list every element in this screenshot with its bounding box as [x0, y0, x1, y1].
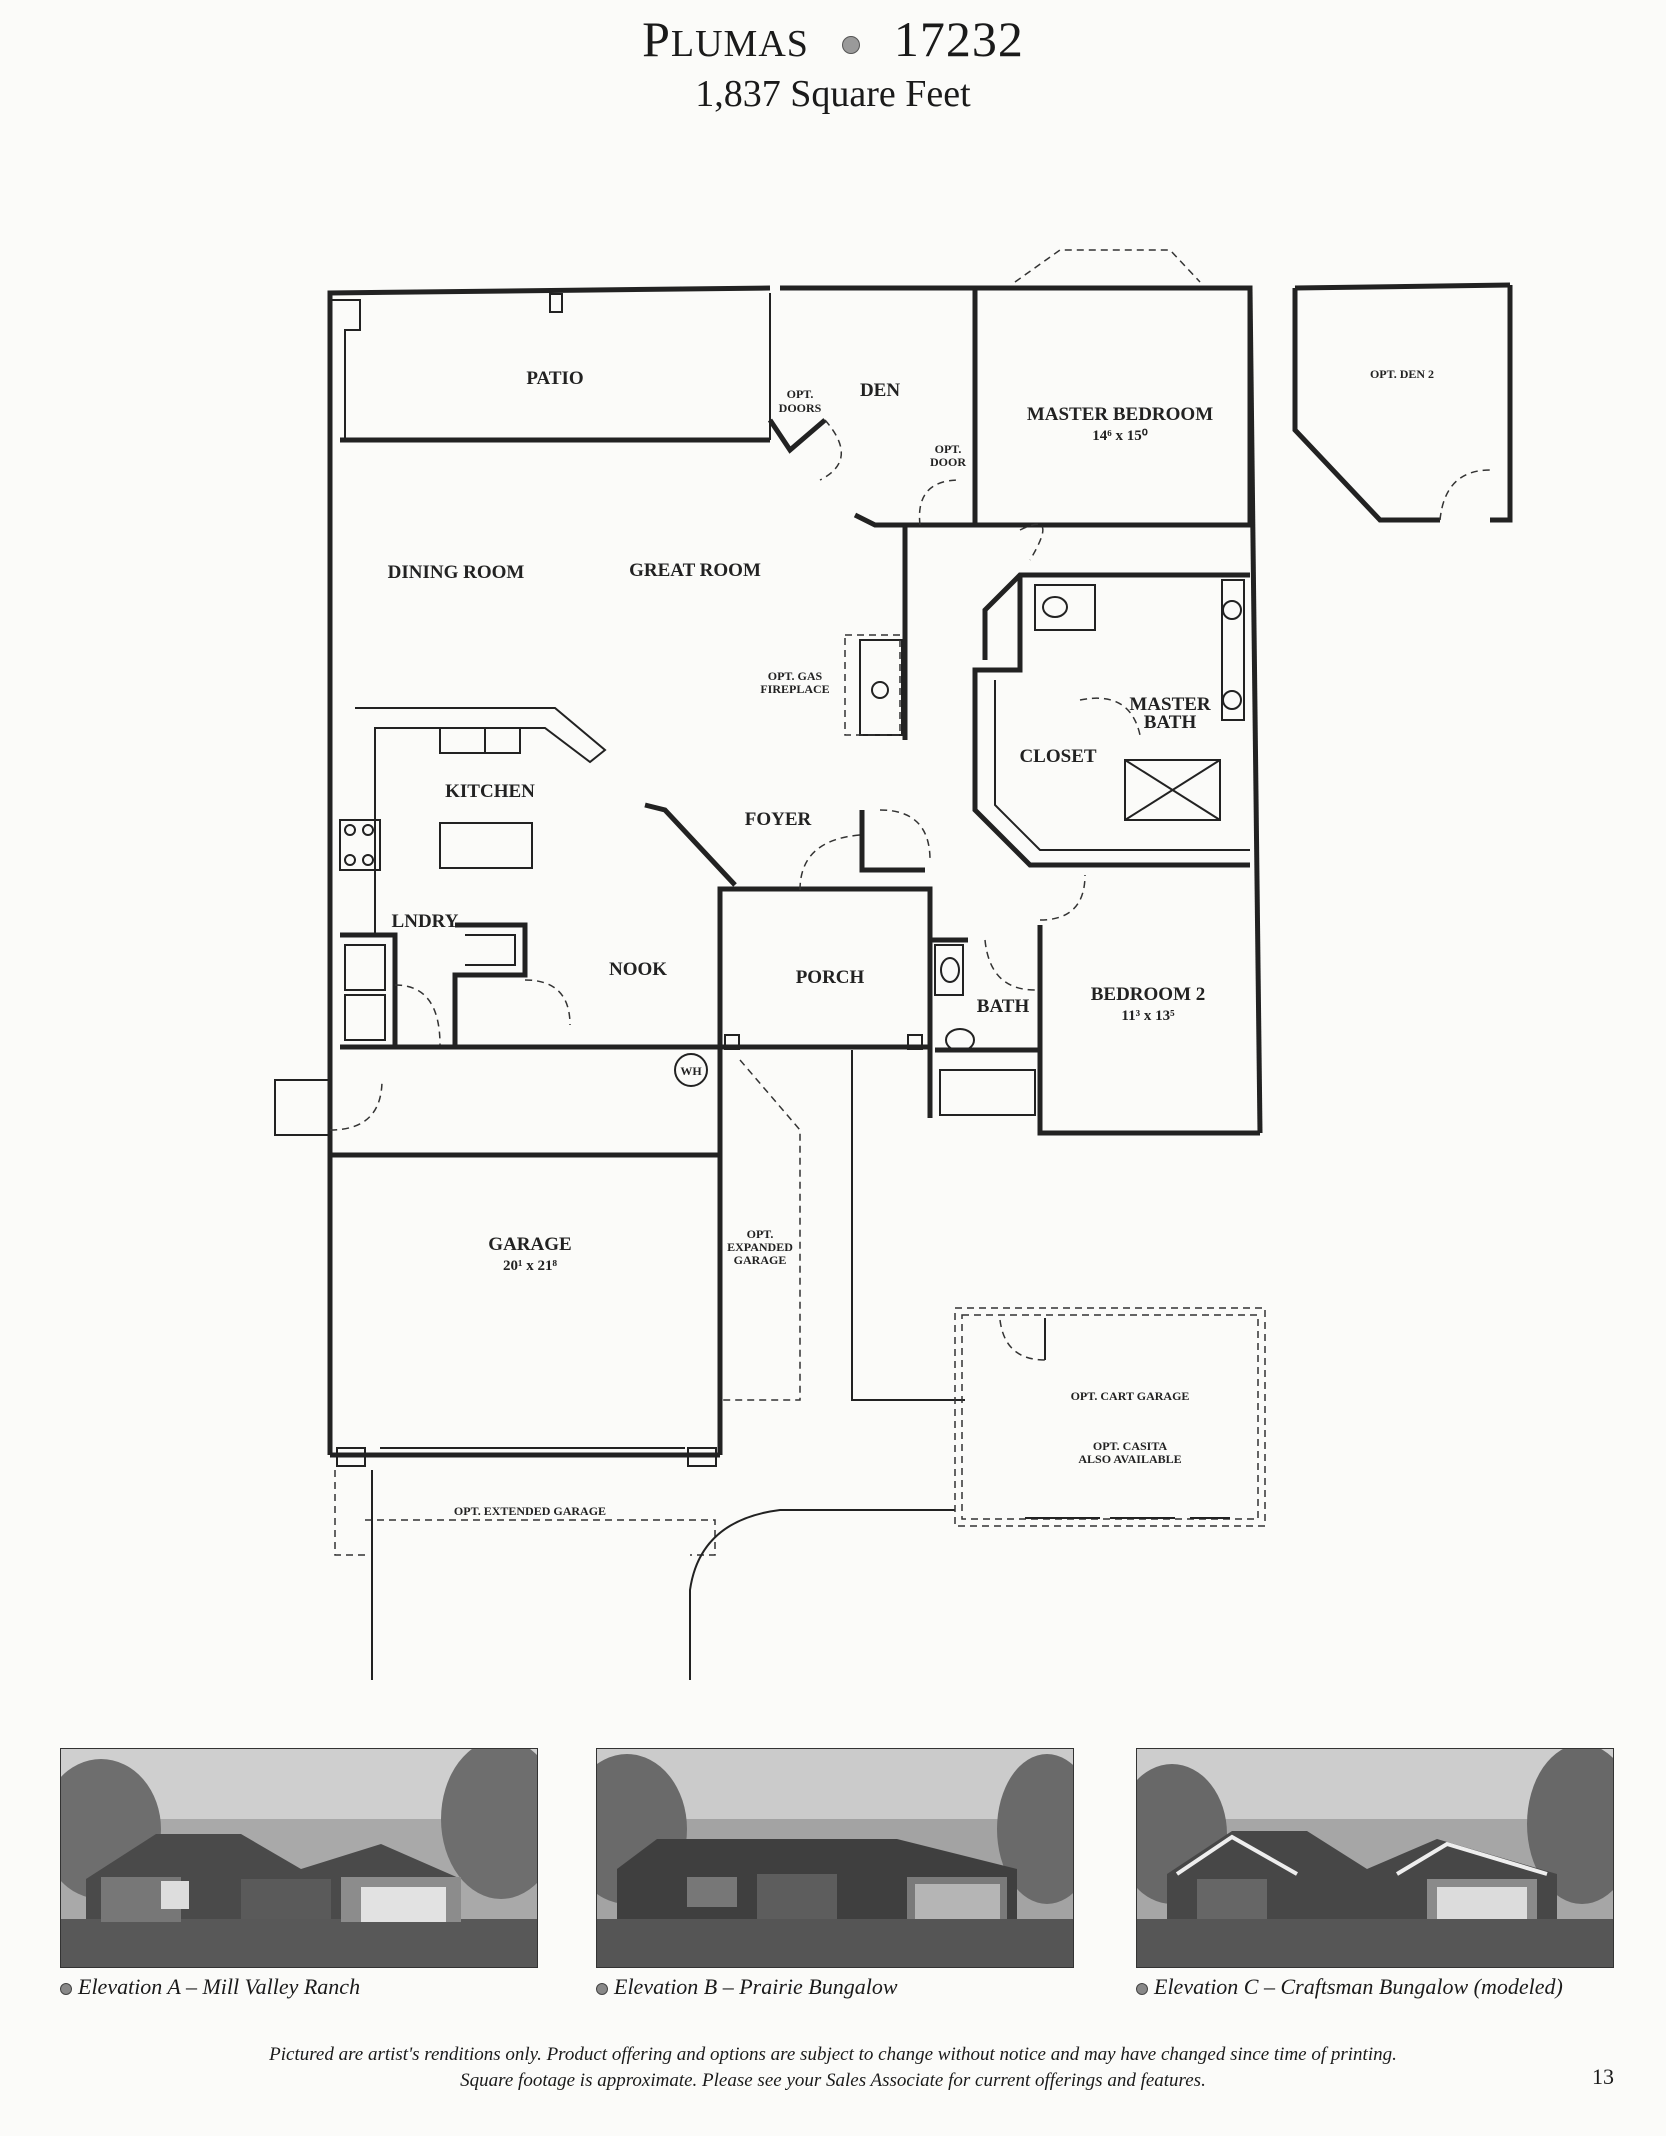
garage-dims: 20¹ x 21⁸ [503, 1258, 557, 1274]
caption-bullet-icon [60, 1982, 72, 1995]
exp-garage-label-1: OPT. [747, 1227, 774, 1241]
exterior-walls [327, 285, 1263, 1458]
fireplace-label-2: FIREPLACE [760, 682, 829, 696]
closet-label: CLOSET [1019, 746, 1096, 767]
master-bath-label-1: MASTER [1129, 694, 1211, 715]
garage-area: WH GARAGE 20¹ x 21⁸ OPT. EXPANDED GARAGE… [274, 1050, 965, 1680]
elevation-a-caption: Elevation A – Mill Valley Ranch [60, 1974, 536, 2000]
water-heater-label: WH [680, 1064, 702, 1078]
elevation-c-caption-text: Elevation C – Craftsman Bungalow (modele… [1154, 1974, 1563, 1999]
disclaimer-line-1: Pictured are artist's renditions only. P… [269, 2044, 1397, 2065]
patio-area: PATIO [330, 293, 771, 443]
opt-door-label-1: OPT. [935, 442, 962, 456]
elevation-b-caption: Elevation B – Prairie Bungalow [596, 1974, 1072, 2000]
dining-room-label: DINING ROOM [388, 562, 525, 583]
great-room-area: DINING ROOM GREAT ROOM OPT. GAS FIREPLAC… [388, 525, 908, 740]
exp-garage-label-2: EXPANDED [727, 1240, 793, 1254]
elevation-c-caption: Elevation C – Craftsman Bungalow (modele… [1136, 1974, 1612, 2000]
elevation-b-image [596, 1748, 1074, 1968]
plan-name-rest: LUMAS [670, 23, 809, 65]
bedroom2-label: BEDROOM 2 [1091, 984, 1206, 1005]
nook-label: NOOK [609, 959, 667, 980]
kitchen-label: KITCHEN [445, 781, 535, 802]
disclaimer: Pictured are artist's renditions only. P… [0, 2042, 1666, 2094]
title-bullet-icon [842, 35, 861, 54]
floor-plan: .w { stroke: #222; stroke-width: 5; fill… [274, 249, 1513, 1680]
laundry-nook-area: LNDRY NOOK [340, 911, 667, 1046]
foyer-porch-area: FOYER PORCH [717, 809, 931, 1050]
elevation-a-image [60, 1748, 538, 1968]
caption-bullet-icon [1136, 1982, 1148, 1995]
kitchen-area: KITCHEN [339, 707, 737, 935]
ext-garage-label: OPT. EXTENDED GARAGE [454, 1504, 606, 1518]
great-room-label: GREAT ROOM [629, 560, 761, 581]
cart-garage-label: OPT. CART GARAGE [1071, 1389, 1190, 1403]
elevation-a: Elevation A – Mill Valley Ranch [60, 1748, 538, 2000]
page-header: PLUMAS 17232 1,837 Square Feet [0, 10, 1666, 116]
bath-bedroom2-area: BATH BEDROOM 2 11³ x 13⁵ [930, 874, 1206, 1116]
den-label: DEN [860, 380, 900, 401]
master-bath-label-2: BATH [1144, 712, 1197, 733]
opt-doors-label-1: OPT. [787, 387, 814, 401]
fireplace-label-1: OPT. GAS [768, 669, 823, 683]
exp-garage-label-3: GARAGE [734, 1253, 787, 1267]
opt-den2-label: OPT. DEN 2 [1370, 367, 1434, 381]
elevation-c-image [1136, 1748, 1614, 1968]
opt-doors-label-2: DOORS [779, 401, 822, 415]
porch-label: PORCH [796, 967, 865, 988]
elevation-b: Elevation B – Prairie Bungalow [596, 1748, 1074, 2000]
bath-label: BATH [977, 996, 1030, 1017]
bedroom2-dims: 11³ x 13⁵ [1121, 1008, 1175, 1024]
cart-garage-area: OPT. CART GARAGE OPT. CASITA ALSO AVAILA… [954, 1307, 1266, 1527]
page-number: 13 [1592, 2064, 1614, 2089]
den-area: DEN OPT. DOORS OPT. DOOR [767, 288, 978, 528]
caption-bullet-icon [596, 1982, 608, 1995]
elevation-a-caption-text: Elevation A – Mill Valley Ranch [78, 1974, 361, 1999]
laundry-label: LNDRY [392, 911, 459, 932]
opt-door-label-2: DOOR [930, 455, 966, 469]
plan-name-initial: P [642, 11, 671, 67]
master-bedroom-area: MASTER BEDROOM 14⁶ x 15⁰ [1014, 249, 1213, 561]
master-bedroom-dims: 14⁶ x 15⁰ [1092, 428, 1148, 444]
garage-label: GARAGE [488, 1234, 571, 1255]
patio-label: PATIO [526, 368, 583, 389]
master-bath-area: MASTER BATH CLOSET [972, 572, 1250, 868]
elevation-b-caption-text: Elevation B – Prairie Bungalow [614, 1974, 898, 1999]
plan-title: PLUMAS 17232 [0, 10, 1666, 68]
plan-number: 17232 [893, 11, 1024, 67]
elevation-c: Elevation C – Craftsman Bungalow (modele… [1136, 1748, 1614, 2000]
foyer-label: FOYER [745, 809, 812, 830]
opt-den2-area: OPT. DEN 2 [1292, 282, 1513, 523]
disclaimer-line-2: Square footage is approximate. Please se… [460, 2070, 1206, 2091]
master-bedroom-label: MASTER BEDROOM [1027, 404, 1213, 425]
casita-label-1: OPT. CASITA [1093, 1439, 1168, 1453]
square-feet: 1,837 Square Feet [695, 73, 971, 115]
casita-label-2: ALSO AVAILABLE [1078, 1452, 1181, 1466]
